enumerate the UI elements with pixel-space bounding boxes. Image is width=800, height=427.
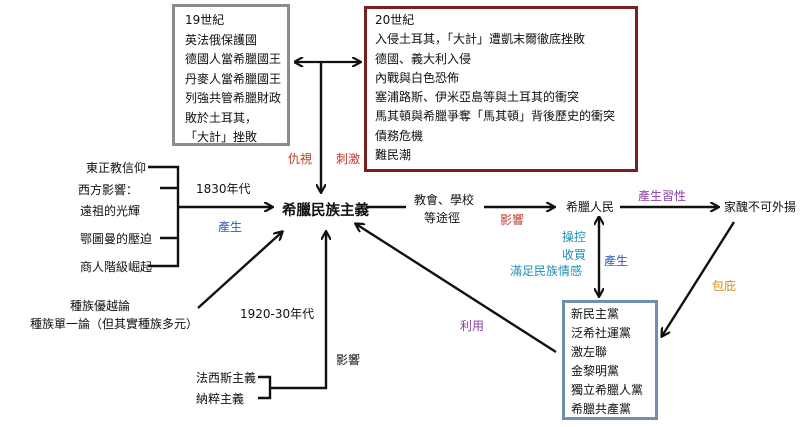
box19-line-5: 敗於土耳其，: [185, 110, 258, 125]
label-church-1: 教會、學校: [414, 193, 475, 207]
label-liyong: 利用: [460, 319, 485, 333]
box19-line-1: 英法俄保護國: [185, 32, 258, 47]
box20-line-4: 塞浦路斯、伊米亞島等與土耳其的衝突: [375, 90, 580, 105]
center-title: 希臘民族主義: [282, 203, 369, 219]
label-1920: 1920-30年代: [240, 307, 315, 321]
left-item-4: 鄂圖曼的壓迫: [80, 232, 153, 246]
party-2: 泛希社運黨: [571, 326, 632, 340]
label-race-1: 種族優越論: [70, 299, 131, 313]
party-1: 新民主黨: [571, 307, 620, 321]
arrow-race: [197, 232, 282, 309]
party-4: 金黎明黨: [571, 364, 620, 378]
label-chansheng-2: 產生: [604, 254, 629, 268]
box20-line-3: 內戰與白色恐佈: [375, 70, 460, 85]
arrow-parties-center: [356, 224, 557, 354]
box19-line-2: 德國人當希臘國王: [185, 52, 282, 66]
party-3: 激左聯: [571, 345, 608, 359]
box20-line-6: 債務危機: [375, 128, 424, 143]
label-fascism: 法西斯主義: [196, 371, 257, 385]
box-20th-century: 20世紀 入侵土耳其，「大計」遭凱末爾徹底挫敗 德國、義大利入侵 內戰與白色恐佈…: [364, 6, 638, 172]
left-item-5: 商人階級崛起: [80, 260, 153, 274]
box20-line-5: 馬其頓與希臘爭奪「馬其頓」背後歷史的衝突: [375, 109, 616, 124]
arrow-fascism: [270, 232, 326, 390]
party-6: 希臘共產黨: [571, 402, 632, 416]
box20-line-7: 難民潮: [375, 148, 412, 163]
label-chouse: 仇視: [288, 152, 313, 166]
label-yingxiang-2: 影響: [500, 213, 525, 227]
arrow-family-parties: [662, 221, 736, 336]
party-5: 獨立希臘人黨: [571, 383, 644, 397]
label-control-3: 滿足民族情感: [510, 264, 583, 278]
box-parties: 新民主黨 泛希社運黨 激左聯 金黎明黨 獨立希臘人黨 希臘共產黨: [562, 300, 658, 420]
box19-title: 19世紀: [185, 13, 225, 27]
label-1830: 1830年代: [196, 182, 251, 196]
label-yingxiang-1: 影響: [336, 353, 361, 367]
label-race-2: 種族單一論（但其實種族多元）: [30, 317, 199, 331]
box19-line-3: 丹麥人當希臘國王: [185, 71, 282, 86]
box20-line-2: 德國、義大利入侵: [375, 51, 472, 66]
box19-line-6: 「大計」挫敗: [185, 130, 258, 144]
label-church-2: 等途徑: [424, 211, 461, 225]
label-nazism: 納粹主義: [196, 392, 245, 406]
box20-line-1: 入侵土耳其，「大計」遭凱末爾徹底挫敗: [375, 32, 586, 47]
label-ciji: 刺激: [336, 152, 361, 166]
left-bracket: [148, 165, 180, 268]
box-19th-century: 19世紀 英法俄保護國 德國人當希臘國王 丹麥人當希臘國王 列強共管希臘財政 敗…: [172, 4, 290, 146]
box19-line-4: 列強共管希臘財政: [185, 91, 282, 105]
label-habit: 產生習性: [638, 189, 687, 203]
label-family: 家醜不可外揚: [724, 200, 797, 214]
label-greeks: 希臘人民: [566, 200, 615, 214]
label-control-1: 操控: [562, 230, 587, 244]
fascism-bracket: [258, 375, 272, 400]
label-control-2: 收買: [562, 248, 587, 262]
label-chansheng-1: 產生: [218, 220, 243, 234]
label-baobi: 包庇: [712, 279, 737, 293]
left-item-3: 遠祖的光輝: [80, 204, 141, 218]
left-item-2: 西方影響：: [78, 183, 139, 197]
left-item-1: 東正教信仰: [86, 161, 147, 175]
box20-title: 20世紀: [375, 13, 415, 27]
